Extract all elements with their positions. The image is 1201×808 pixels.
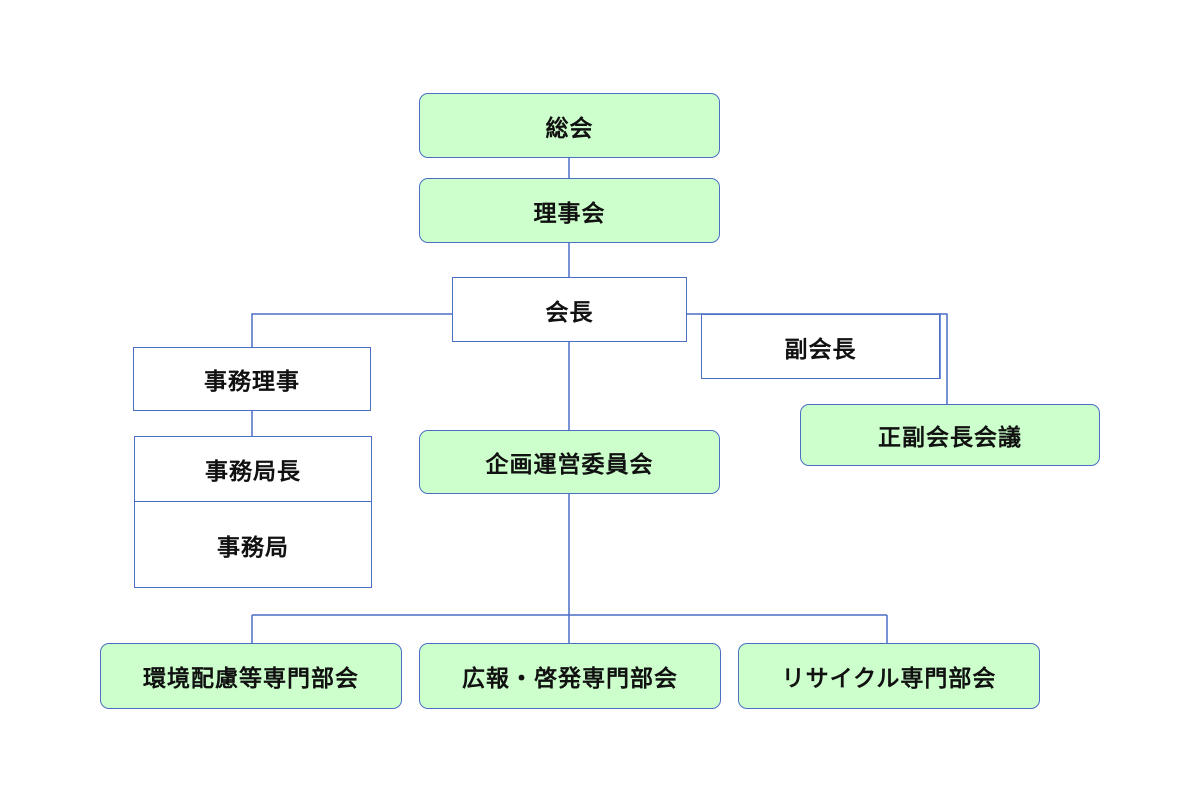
node-recycle-committee: リサイクル専門部会 [738, 643, 1040, 709]
node-planning-committee: 企画運営委員会 [419, 430, 720, 494]
node-env-committee: 環境配慮等専門部会 [100, 643, 402, 709]
node-president-label: 会長 [545, 299, 594, 326]
node-executive-director-label: 事務理事 [204, 369, 300, 395]
node-pr-committee: 広報・啓発専門部会 [419, 643, 721, 709]
node-vice-president: 副会長 [701, 314, 940, 379]
node-general-assembly: 総会 [419, 93, 720, 158]
line-president-director [251, 313, 452, 347]
node-president-vice-meeting: 正副会長会議 [800, 404, 1100, 466]
node-vice-president-label: 副会長 [784, 336, 857, 363]
node-env-committee-label: 環境配慮等専門部会 [143, 666, 359, 692]
node-executive-director: 事務理事 [133, 347, 371, 411]
line-president-meeting [940, 313, 948, 404]
node-secretariat: 事務局 [134, 501, 372, 588]
node-pr-committee-label: 広報・啓発専門部会 [462, 666, 678, 692]
node-president-vice-meeting-label: 正副会長会議 [878, 425, 1022, 451]
node-board: 理事会 [419, 178, 720, 243]
node-recycle-committee-label: リサイクル専門部会 [781, 666, 997, 692]
node-president: 会長 [452, 277, 687, 342]
node-general-assembly-label: 総会 [545, 115, 594, 142]
node-secretariat-label: 事務局 [217, 534, 289, 561]
node-secretariat-head-label: 事務局長 [205, 459, 301, 485]
node-board-label: 理事会 [533, 200, 606, 227]
node-secretariat-head: 事務局長 [134, 436, 372, 501]
node-planning-committee-label: 企画運営委員会 [485, 452, 654, 478]
